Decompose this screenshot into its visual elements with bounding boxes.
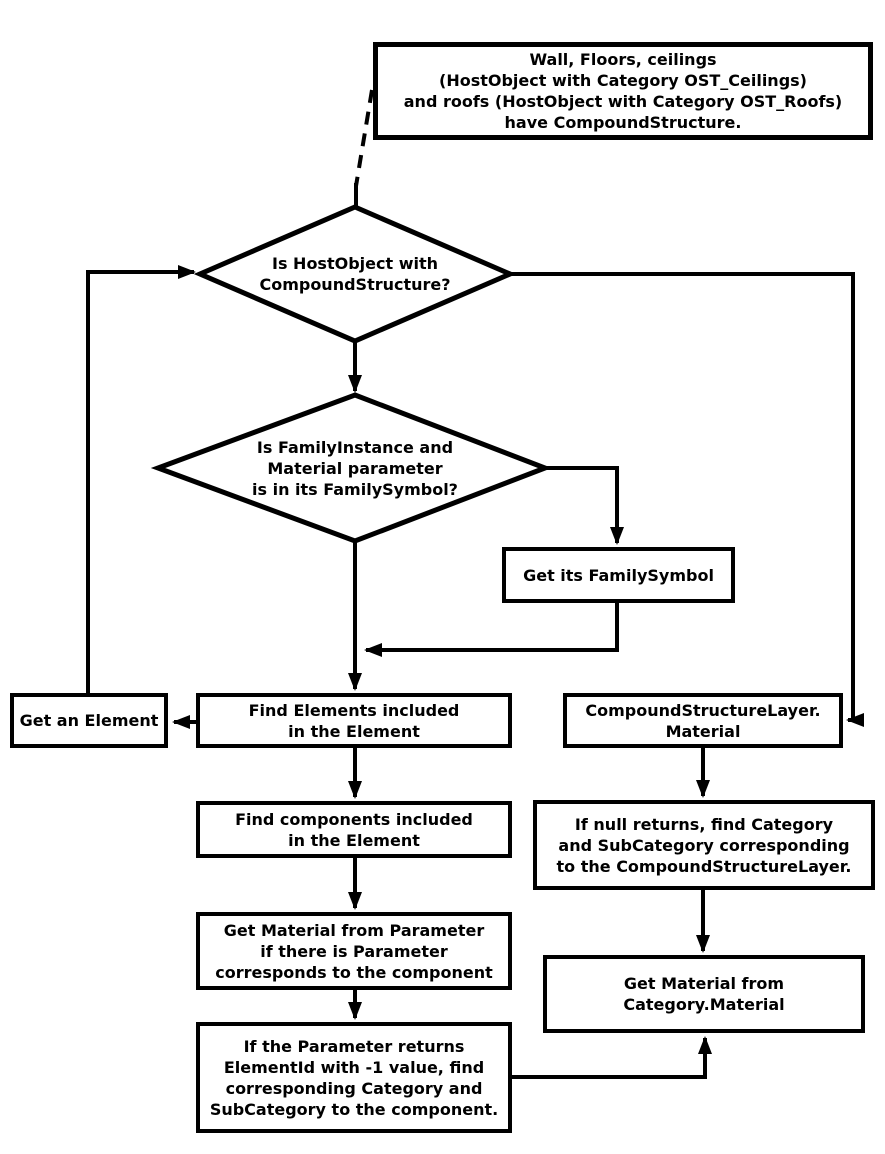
node-compoundstructurelayer-material-label: CompoundStructureLayer. Material xyxy=(585,700,821,741)
decision-familyinstance-label: Is FamilyInstance and Material parameter… xyxy=(252,437,458,499)
node-note-label: Wall, Floors, ceilings (HostObject with … xyxy=(403,50,843,132)
edge-hostobject-to-csl-material xyxy=(510,272,864,727)
node-note-compoundstructure: Wall, Floors, ceilings (HostObject with … xyxy=(373,42,873,140)
node-get-an-element: Get an Element xyxy=(10,693,168,748)
edge-minus1-to-category-material xyxy=(512,1036,712,1079)
node-get-material-from-category-label: Get Material from Category.Material xyxy=(623,974,785,1014)
node-find-components: Find components included in the Element xyxy=(196,801,512,858)
node-if-null-returns: If null returns, find Category and SubCa… xyxy=(533,800,875,890)
node-parameter-returns-minus1: If the Parameter returns ElementId with … xyxy=(196,1022,512,1133)
node-find-elements: Find Elements included in the Element xyxy=(196,693,512,748)
decision-hostobject-label: Is HostObject with CompoundStructure? xyxy=(259,254,451,294)
edge-familysymbol-return xyxy=(364,603,619,657)
node-parameter-returns-minus1-label: If the Parameter returns ElementId with … xyxy=(209,1036,499,1119)
node-get-material-from-parameter-label: Get Material from Parameter if there is … xyxy=(215,920,493,982)
node-find-components-label: Find components included in the Element xyxy=(235,809,473,850)
node-if-null-returns-label: If null returns, find Category and SubCa… xyxy=(556,814,852,876)
node-get-material-from-category: Get Material from Category.Material xyxy=(543,955,865,1033)
edge-note-dashed xyxy=(354,89,374,187)
node-compoundstructurelayer-material: CompoundStructureLayer. Material xyxy=(563,693,843,748)
decision-hostobject-label-box: Is HostObject with CompoundStructure? xyxy=(230,244,480,304)
node-get-familysymbol-label: Get its FamilySymbol xyxy=(523,565,714,585)
node-get-material-from-parameter: Get Material from Parameter if there is … xyxy=(196,912,512,990)
edge-familyinstance-to-familysymbol xyxy=(545,466,624,545)
edge-get-element-to-hostobject xyxy=(86,265,196,693)
node-find-elements-label: Find Elements included in the Element xyxy=(248,700,460,741)
node-get-familysymbol: Get its FamilySymbol xyxy=(502,547,735,603)
decision-familyinstance-label-box: Is FamilyInstance and Material parameter… xyxy=(205,430,505,506)
node-get-an-element-label: Get an Element xyxy=(19,711,159,730)
